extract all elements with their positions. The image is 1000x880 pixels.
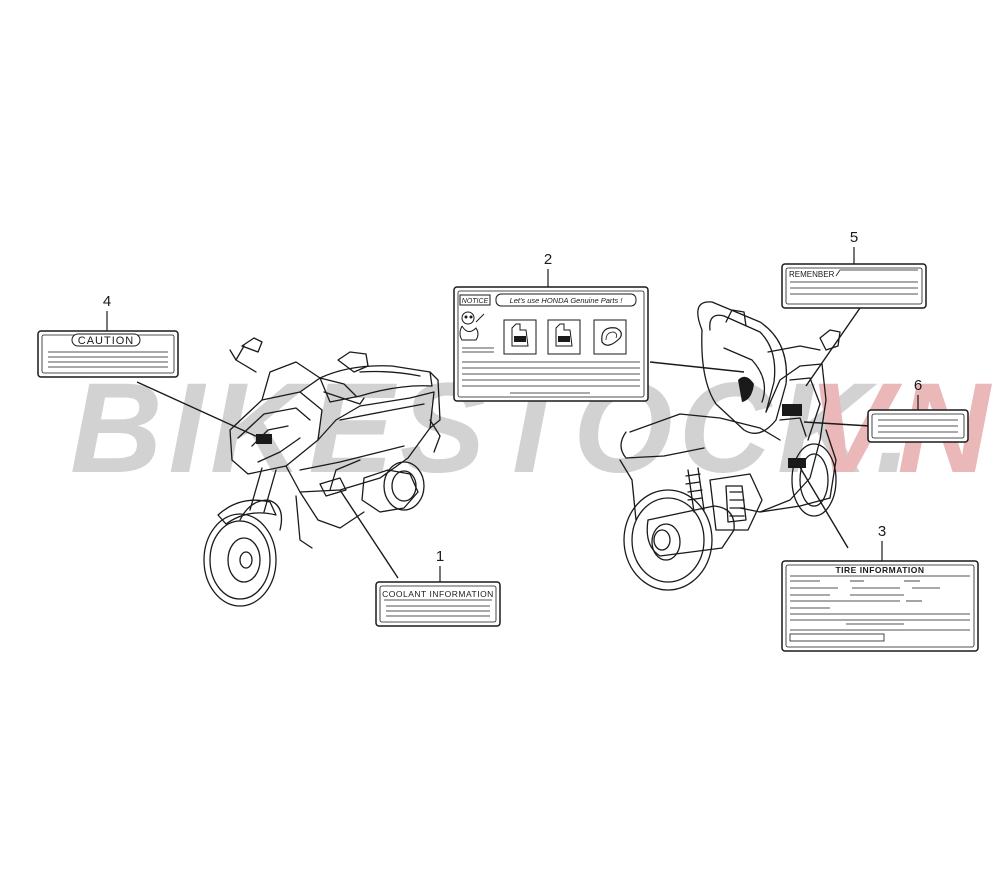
leader-line-5 [805,307,861,387]
callout-number-6: 6 [914,377,922,394]
remember-title: REMENBER [789,270,835,279]
callout-number-5: 5 [850,229,858,246]
callout-number-4: 4 [103,293,111,310]
callout-number-3: 3 [878,523,886,540]
callout-number-1: 1 [436,548,444,565]
callout-number-2: 2 [544,251,552,268]
leader-line-3 [797,463,849,549]
leader-line-4 [136,381,261,439]
coolant-title: COOLANT INFORMATION [382,589,494,599]
label-coolant-information: 1 COOLANT INFORMATION [375,548,501,627]
leader-line-6 [803,421,871,427]
leader-line-1 [339,489,399,579]
label-6: 6 [867,377,969,443]
caution-title: CAUTION [78,335,135,347]
label-caution: 4 CAUTION [37,293,179,378]
scooter-rear-view [619,301,841,591]
notice-title: Let's use HONDA Genuine Parts ! [510,296,624,305]
motorcycle-front-view [203,337,441,607]
leader-line-2 [649,361,745,373]
leader-lines [136,307,871,579]
mascot-icon [459,311,485,341]
notice-badge: NOTICE [462,298,489,305]
label-remember: 5 REMENBER [781,229,927,309]
label-notice-genuine-parts: 2 NOTICE Let's use HONDA Genuine Parts ! [453,251,649,402]
gasket-icon [601,327,622,346]
label-tire-information: 3 TIRE INFORMATION [781,523,979,652]
oil-bottle-icon [511,323,529,347]
coolant-bottle-icon [555,323,573,347]
tire-title: TIRE INFORMATION [835,565,924,575]
